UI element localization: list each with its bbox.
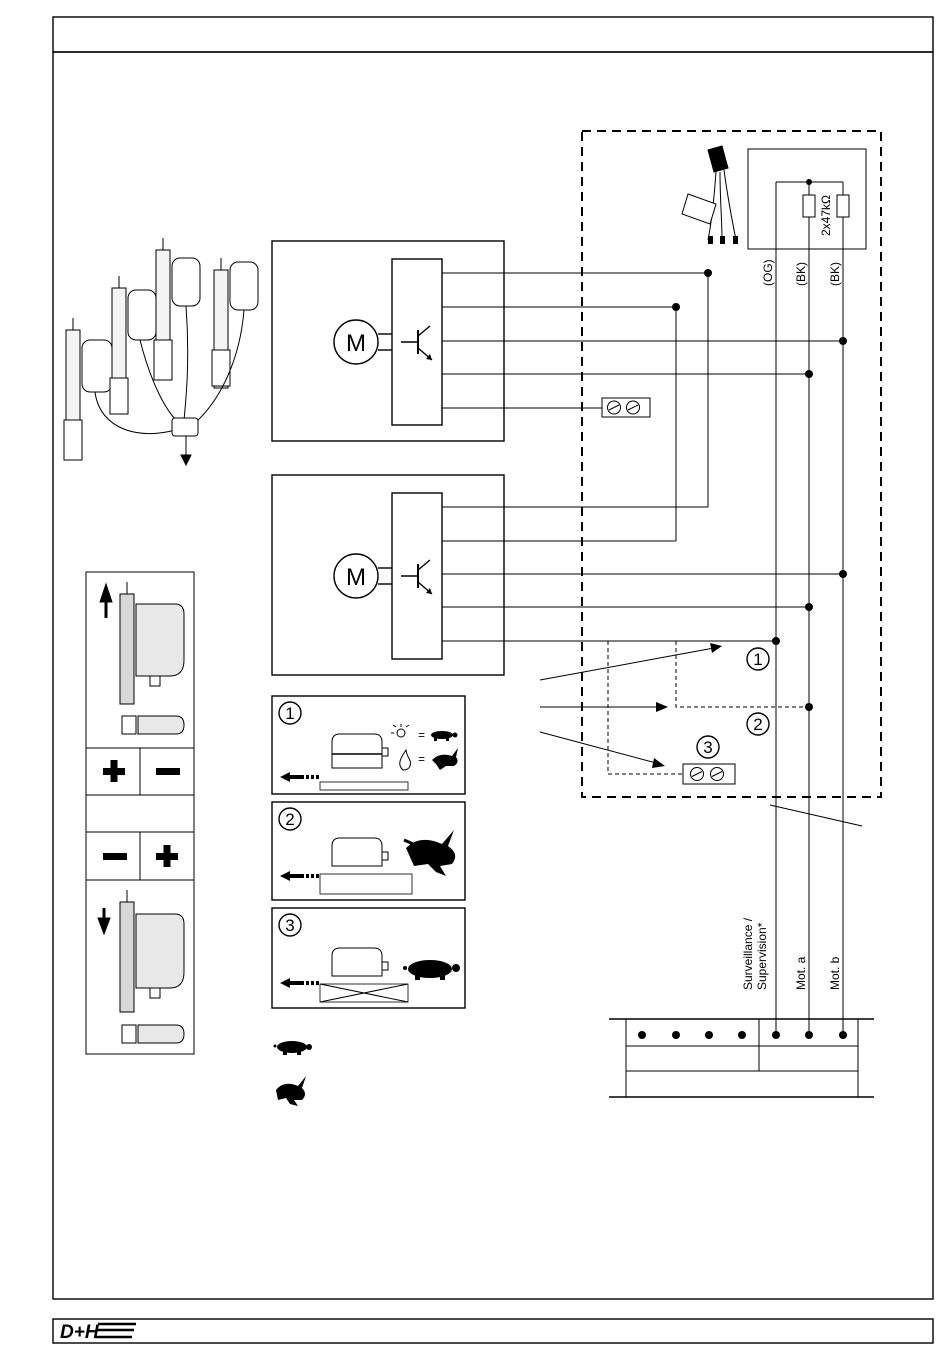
eol-resistor-illustration <box>682 146 738 244</box>
wire-color-bk-b: (BK) <box>828 262 842 286</box>
motor-unit-bottom: M <box>272 475 504 675</box>
svg-text:3: 3 <box>285 916 294 935</box>
option-panel-3: 3 <box>272 908 465 1008</box>
legend-rabbit-icon <box>276 1076 306 1106</box>
wire-color-og: (OG) <box>761 259 775 286</box>
direction-table <box>86 572 194 1054</box>
motor-label: M <box>346 330 366 357</box>
sun-icon <box>391 724 409 737</box>
terminal-label-mot-a: Mot. a <box>794 956 808 990</box>
option-panel-2: 2 <box>272 802 465 900</box>
legend-turtle-icon <box>274 1041 313 1055</box>
callout-2: 2 <box>747 713 769 735</box>
plus-icon <box>156 845 178 867</box>
terminal-block-option-3 <box>683 764 735 784</box>
wire-color-bk-a: (BK) <box>794 262 808 286</box>
footer-bar <box>53 1319 933 1343</box>
svg-text:2: 2 <box>285 810 294 829</box>
callout-arrows <box>540 643 722 768</box>
actuator-group-illustration <box>64 238 258 465</box>
speed-equals: = <box>418 728 425 742</box>
terminal-label-supervision: Supervision* <box>755 922 769 990</box>
speed-equals: = <box>418 752 425 766</box>
title-bar <box>53 17 933 52</box>
minus-icon <box>103 853 127 860</box>
terminal-label-mot-b: Mot. b <box>828 956 842 990</box>
minus-icon <box>156 768 180 775</box>
option-panel-1: 1 = = <box>272 696 465 794</box>
control-panel-terminal-strip <box>609 1019 874 1097</box>
dh-logo: D+H <box>55 1321 139 1343</box>
wiring <box>442 269 862 1035</box>
motor-label: M <box>346 564 366 591</box>
actuator-open-illustration <box>100 582 184 734</box>
callout-1: 1 <box>747 648 769 670</box>
logo-text: D+H <box>60 1322 100 1343</box>
junction-box-dashed <box>582 131 881 797</box>
terminal-label-surveillance: Surveillance / <box>741 917 755 990</box>
actuator-close-illustration <box>98 890 184 1043</box>
svg-text:1: 1 <box>285 704 294 723</box>
rabbit-icon <box>432 748 458 770</box>
terminal-block-top <box>602 398 650 417</box>
callout-3: 3 <box>697 736 719 758</box>
plus-icon <box>103 760 125 782</box>
svg-text:1: 1 <box>753 650 762 669</box>
resistor-label: 2x47kΩ <box>819 195 833 236</box>
fire-icon <box>400 750 411 770</box>
turtle-icon <box>431 731 458 741</box>
svg-text:3: 3 <box>703 738 712 757</box>
svg-text:2: 2 <box>753 715 762 734</box>
turtle-icon <box>403 960 460 980</box>
rabbit-icon <box>404 830 455 876</box>
